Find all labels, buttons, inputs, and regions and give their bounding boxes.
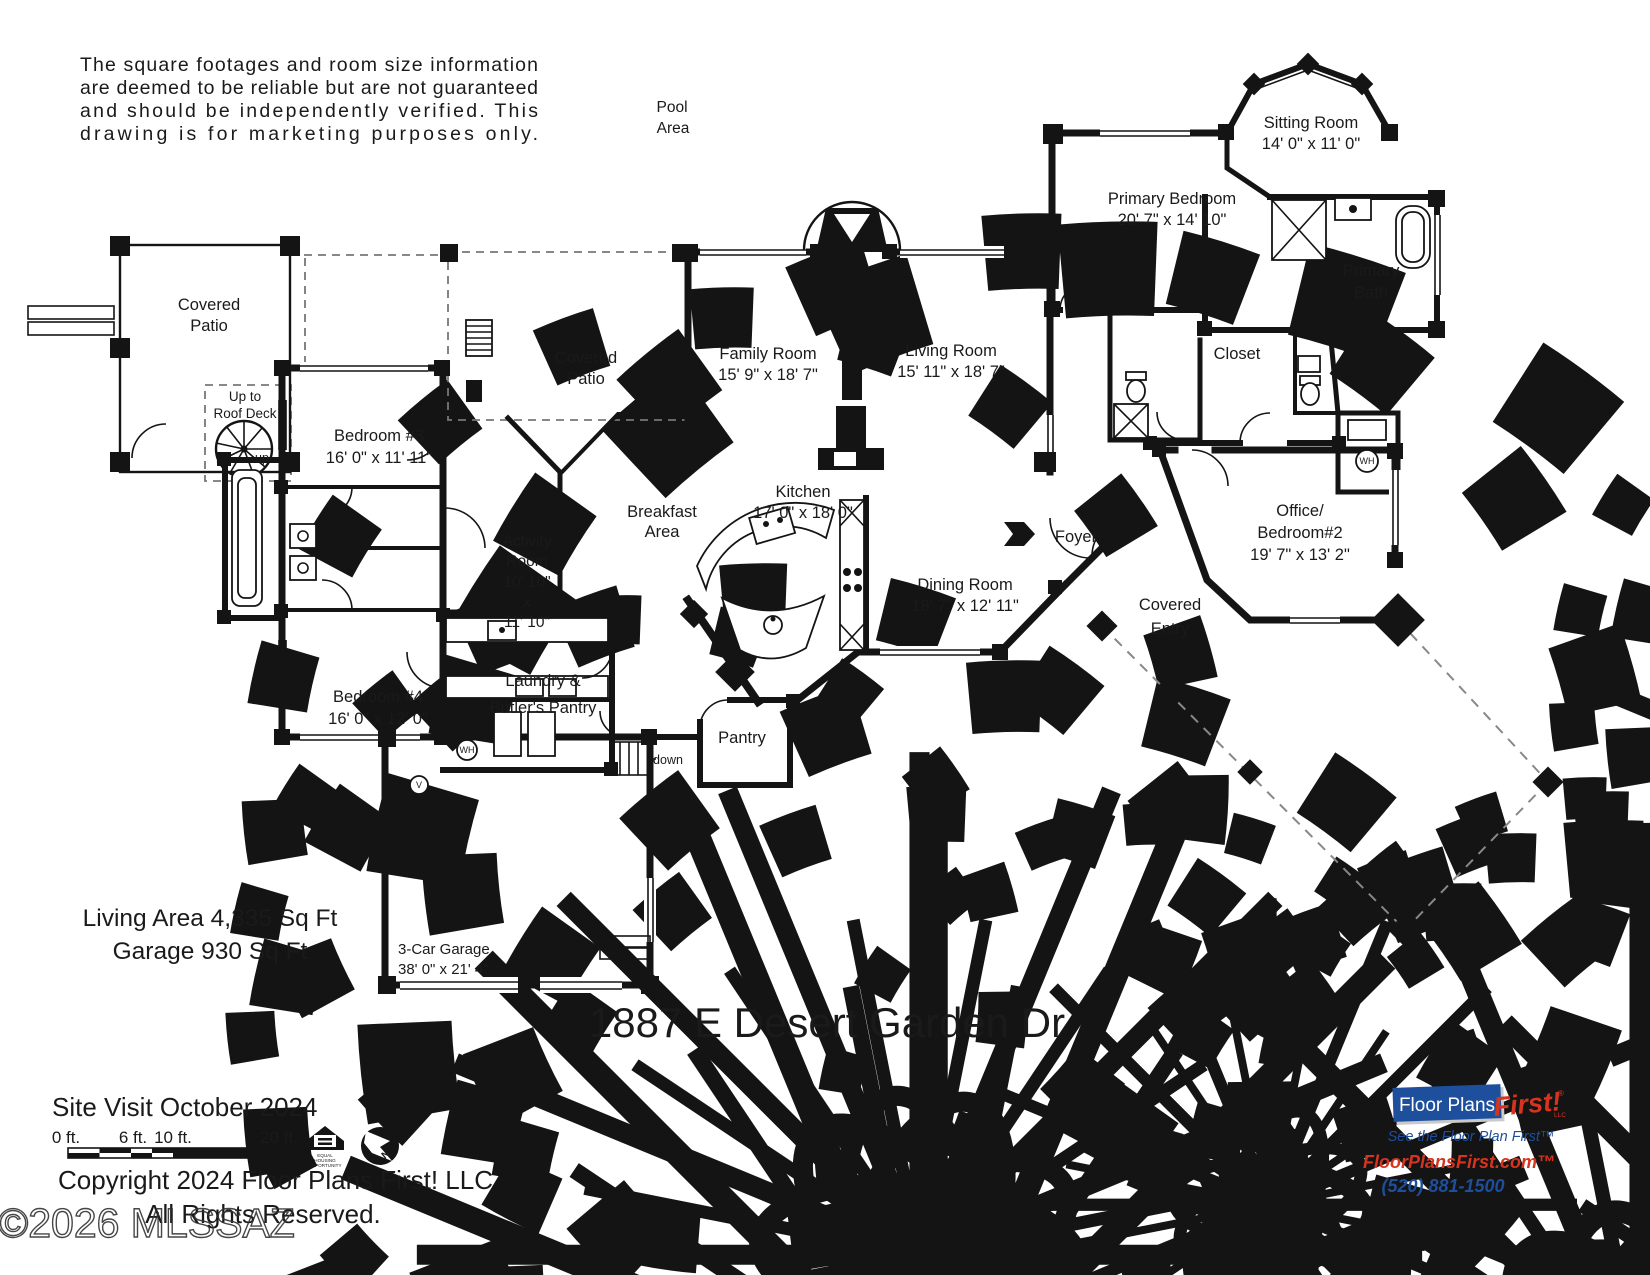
door-arcs <box>321 283 1271 738</box>
logo-registered-mark: ® <box>1558 1089 1564 1098</box>
label-patio-left-1: Covered <box>178 296 240 314</box>
scale-tick-10: 10 ft. <box>154 1128 192 1147</box>
label-garage-2: 38' 0" x 21' 4" <box>398 961 489 978</box>
logo-name-2: First! <box>1492 1086 1562 1122</box>
logo-name-1: Floor Plans <box>1399 1095 1495 1116</box>
label-kitchen-2: 17' 0" x 18' 0" <box>753 504 853 522</box>
label-primary-bedroom-2: 20' 7" x 14' 10" <box>1118 211 1227 229</box>
label-laundry-2: Butler's Pantry <box>490 699 598 717</box>
label-bedroom3-1: Bedroom #3 <box>334 427 424 445</box>
label-entry-1: Covered <box>1139 596 1201 614</box>
label-patio-mid-2: Patio <box>567 370 605 388</box>
label-pool-2: Area <box>657 120 690 137</box>
water-heater-badge-2: WH <box>1360 456 1375 466</box>
label-activity-5: 11' 10" <box>504 614 550 631</box>
disclaimer-line-4: drawing is for marketing purposes only. <box>80 123 538 145</box>
label-family-1: Family Room <box>719 345 816 363</box>
label-down: down <box>653 753 683 767</box>
kitchen-counters <box>465 319 865 660</box>
label-living-2: 15' 11" x 18' 7" <box>897 363 1005 381</box>
label-breakfast-1: Breakfast <box>627 503 697 521</box>
label-sitting-2: 14' 0" x 11' 0" <box>1262 135 1361 153</box>
label-office-1: Office/ <box>1276 502 1324 520</box>
scale-tick-20: 20 ft. <box>260 1128 298 1147</box>
mls-watermark: ©2026 MLSSAZ <box>0 1200 295 1246</box>
footer: Site Visit October 2024 0 ft. 6 ft. 10 f… <box>0 1092 493 1247</box>
copyright-text: Copyright 2024 Floor Plans First! LLC <box>58 1165 493 1195</box>
label-dining-1: Dining Room <box>917 576 1012 594</box>
label-patio-left-2: Patio <box>190 317 228 335</box>
disclaimer-text: The square footages and room size inform… <box>80 54 538 145</box>
label-activity-3: 10' 10" <box>503 574 550 591</box>
living-area-text: Living Area 4,335 Sq Ft <box>83 905 338 932</box>
disclaimer-line-3: and should be independently verified. Th… <box>80 100 538 122</box>
water-heater-badge: WH <box>460 745 475 755</box>
label-bedroom3-2: 16' 0" x 11' 11" <box>326 449 433 467</box>
compass-icon: N <box>361 1127 399 1165</box>
label-laundry-1: Laundry & <box>505 672 580 690</box>
foyer-entry-arrow <box>1004 522 1035 546</box>
label-pool-1: Pool <box>656 99 687 116</box>
equal-housing-icon: EQUAL HOUSING OPPORTUNITY <box>306 1126 344 1168</box>
equal-housing-text-2: HOUSING <box>314 1158 336 1163</box>
label-closet: Closet <box>1214 345 1261 363</box>
label-foyer: Foyer <box>1055 528 1098 546</box>
logo-phone: (520) 881-1500 <box>1381 1176 1504 1196</box>
stairs-down <box>610 741 656 776</box>
label-activity-1: Activity <box>502 533 551 550</box>
disclaimer-line-2: are deemed to be reliable but are not gu… <box>80 77 538 99</box>
label-living-1: Living Room <box>905 342 997 360</box>
label-patio-mid-1: Covered <box>555 349 617 367</box>
windows <box>278 69 1443 942</box>
laundry-fixtures <box>409 617 609 795</box>
label-primary-bath-2: Bath <box>1354 284 1388 302</box>
room-labels: Pool Area Sitting Room 14' 0" x 11' 0" P… <box>178 99 1400 978</box>
scale-bar <box>67 1147 279 1159</box>
label-pantry: Pantry <box>718 729 766 747</box>
equal-housing-text-1: EQUAL <box>317 1153 333 1158</box>
fireplace <box>802 200 902 470</box>
bath-fixtures <box>231 197 1431 607</box>
label-office-3: 19' 7" x 13' 2" <box>1250 546 1350 564</box>
equal-housing-text-3: OPPORTUNITY <box>308 1163 341 1168</box>
logo-url: FloorPlansFirst.com™ <box>1363 1152 1555 1172</box>
label-bedroom4-1: Bedroom #4 <box>333 688 423 706</box>
vent-badge: V <box>416 780 422 790</box>
area-summary: Living Area 4,335 Sq Ft Garage 930 Sq Ft <box>83 905 338 965</box>
label-kitchen-1: Kitchen <box>775 483 830 501</box>
label-breakfast-2: Area <box>645 523 681 541</box>
label-dining-2: 18' 7" x 12' 11" <box>911 597 1019 615</box>
page-title: 1887 E Desert Garden Dr <box>589 999 1065 1046</box>
site-visit-text: Site Visit October 2024 <box>52 1092 317 1122</box>
rights-text: All Rights Reserved. <box>145 1199 381 1229</box>
scale-tick-6: 6 ft. <box>119 1128 147 1147</box>
label-primary-bedroom-1: Primary Bedroom <box>1108 190 1236 208</box>
logo-tagline: See the Floor Plan First™ <box>1388 1129 1555 1145</box>
label-activity-4: x <box>523 594 531 611</box>
label-sitting-1: Sitting Room <box>1264 114 1358 132</box>
label-roof-deck-2: Roof Deck <box>213 406 276 421</box>
label-office-2: Bedroom#2 <box>1257 524 1342 542</box>
label-roof-deck-up: up <box>255 451 269 465</box>
label-entry-2: Entry <box>1151 620 1190 638</box>
label-bedroom4-2: 16' 0" x 12' 0" <box>328 710 428 728</box>
label-roof-deck-1: Up to <box>229 389 261 404</box>
covered-patio-left-structure <box>27 236 300 474</box>
garage-area-text: Garage 930 Sq Ft <box>113 938 308 965</box>
label-activity-2: Room <box>506 553 547 570</box>
label-garage-1: 3-Car Garage <box>398 941 490 958</box>
disclaimer-line-1: The square footages and room size inform… <box>80 54 538 76</box>
label-family-2: 15' 9" x 18' 7" <box>718 366 818 384</box>
floor-plans-first-logo: Floor Plans First! ® LLC See the Floor P… <box>1363 1084 1566 1196</box>
garage-doors <box>400 935 651 993</box>
logo-llc: LLC <box>1554 1112 1566 1119</box>
label-primary-bath-1: Primary <box>1343 262 1401 280</box>
scale-tick-0: 0 ft. <box>52 1128 80 1147</box>
